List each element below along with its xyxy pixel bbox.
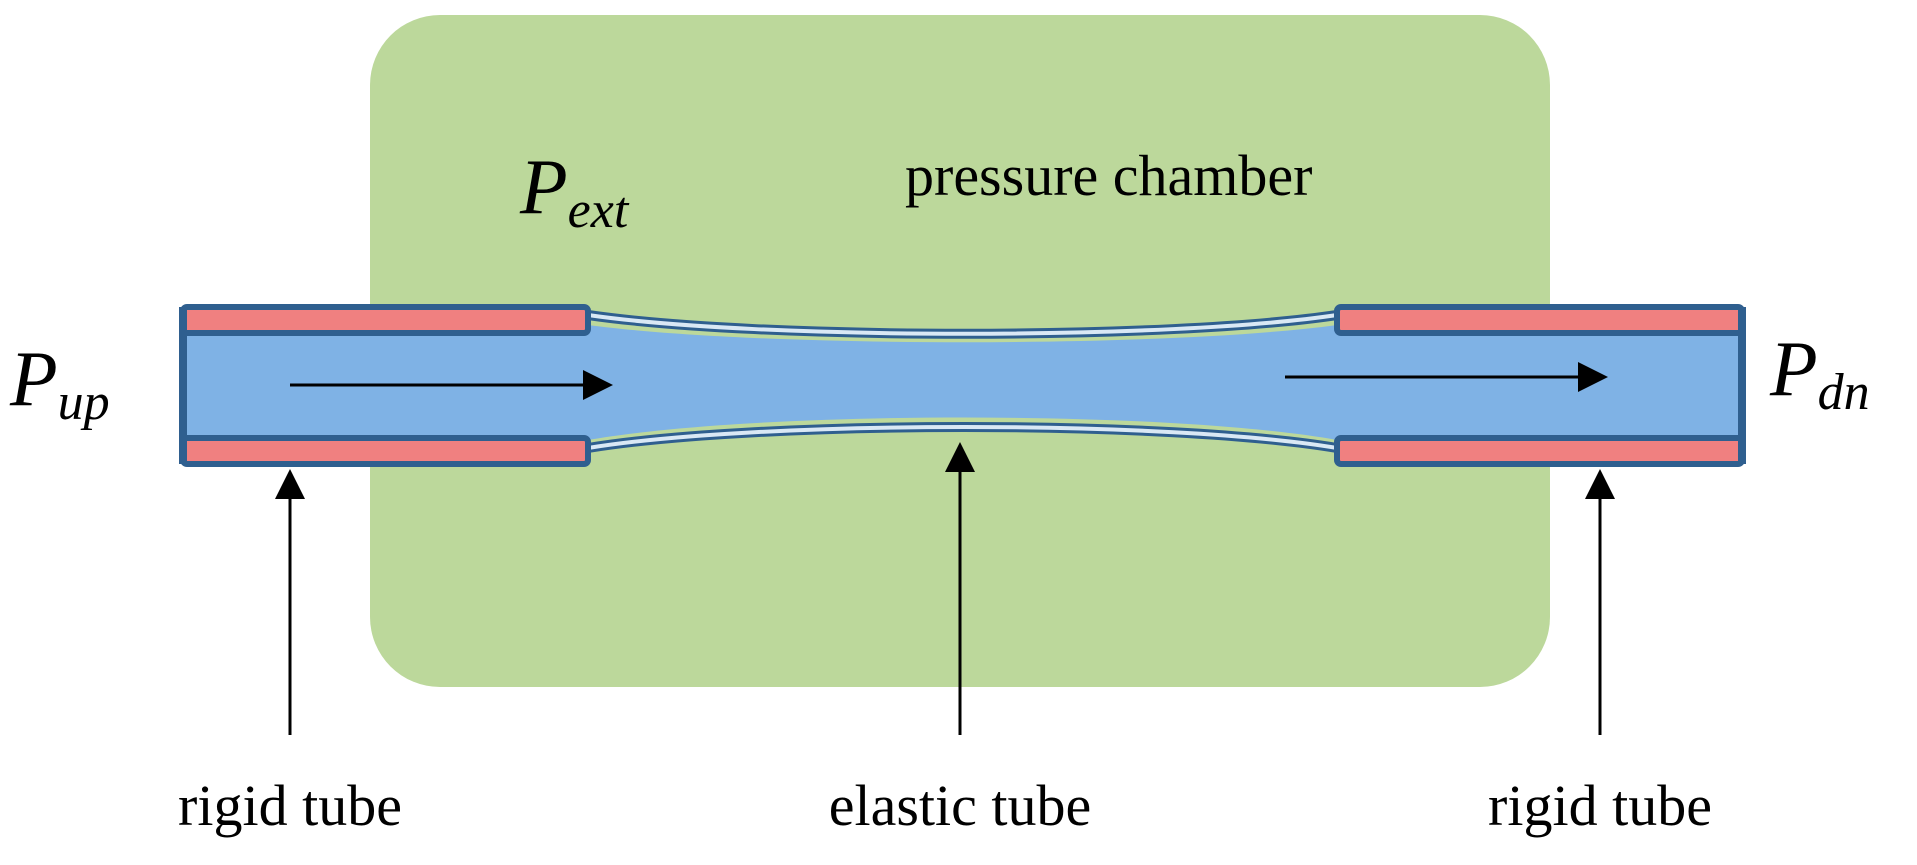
fluid-channel	[183, 325, 1742, 440]
rigid-tube-left-wall-top	[180, 304, 591, 336]
p-up-label: Pup	[9, 335, 110, 431]
rigid-tube-left-label: rigid tube	[178, 773, 402, 838]
rigid-tube-right-wall-top	[1334, 304, 1745, 336]
p-ext-label: Pext	[519, 143, 630, 239]
rigid-tube-right-wall-bottom	[1334, 435, 1745, 467]
chamber-label: pressure chamber	[905, 143, 1312, 208]
elastic-tube-wall-bottom-inner	[587, 425, 1338, 450]
elastic-tube-wall-top-inner	[587, 313, 1338, 336]
rigid-tube-right-label: rigid tube	[1488, 773, 1712, 838]
elastic-tube-label: elastic tube	[829, 773, 1092, 838]
p-dn-label: Pdn	[1769, 325, 1870, 421]
rigid-tube-left-wall-bottom	[180, 435, 591, 467]
